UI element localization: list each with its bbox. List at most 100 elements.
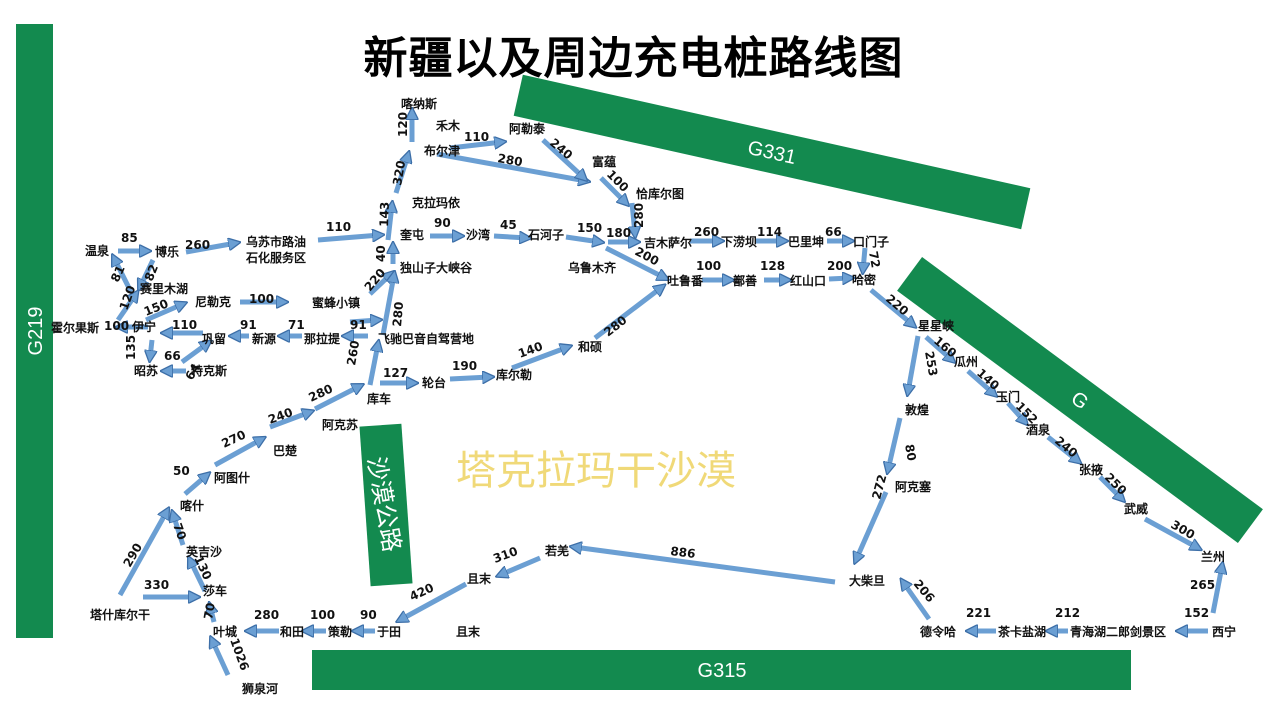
distance-ruoqiang-qiemo: 310 [491, 544, 519, 566]
distance-jimusaer-xialaoba: 260 [694, 225, 719, 239]
arrow-yecheng-shache [210, 606, 214, 623]
distance-akesai-dachaidan: 272 [869, 473, 889, 501]
distance-xining-qinghaihu: 152 [1184, 606, 1209, 620]
distance-balikun-kourzi: 66 [825, 225, 842, 239]
distance-hongshankou-hami: 200 [827, 259, 852, 273]
place-yecheng: 叶城 [213, 624, 237, 639]
distance-xining-lanzhou: 265 [1190, 578, 1215, 592]
arrow-yingjisha-kashi [173, 514, 186, 546]
place-tulufan: 吐鲁番 [667, 273, 704, 288]
arrow-yining-zhaosu [150, 339, 152, 358]
arrow-feichi-dushanzi [380, 275, 394, 336]
distance-akesu-kuche: 260 [344, 339, 362, 366]
place-nalati: 那拉提 [304, 331, 341, 346]
arrow-akesai-dachaidan [856, 490, 889, 560]
distance-tashi-shache: 330 [144, 578, 169, 592]
distance-kashi-atushi: 50 [173, 464, 190, 478]
distance-bole-wusu: 260 [185, 238, 210, 252]
distance-bole-saili: 82 [142, 262, 161, 283]
arrow-atushi-bachu [213, 439, 262, 468]
place-aletai: 阿勒泰 [509, 121, 546, 136]
arrow-nalati-feichi [349, 320, 378, 322]
place-ruoqiang: 若羌 [544, 543, 569, 558]
arrow-hami-xingxingxia [869, 288, 913, 325]
place-xinyuan: 新源 [252, 331, 276, 346]
distance-feichi-nalati: 91 [350, 318, 367, 332]
place-yumen: 玉门 [996, 389, 1020, 404]
arrow-bole-wusu [185, 243, 236, 255]
arrow-bachu-akesu [269, 412, 310, 430]
place-gongliu: 巩留 [202, 331, 226, 346]
arrow-shache-yingjisha [190, 560, 208, 593]
place-qiakuertu: 恰库尔图 [636, 186, 684, 201]
desert-road-bar: 沙漠公路 [359, 423, 413, 587]
place-bachu: 巴楚 [273, 443, 298, 458]
place-hami: 哈密 [852, 272, 876, 287]
distance-qiakuertu-jimusaer: 280 [632, 203, 646, 228]
distance-shanshan-hongshankou: 128 [760, 259, 785, 273]
place-nileke: 尼勒克 [195, 294, 231, 309]
distance-kuche-luntai: 127 [383, 366, 408, 380]
map-title: 新疆以及周边充电桩路线图 [363, 33, 904, 84]
distance-feichi-dushanzi: 280 [390, 301, 406, 327]
arrow-bole-saili [140, 258, 156, 287]
distance-kuitun-shawan: 90 [434, 216, 451, 230]
place-shihezi: 石河子 [527, 227, 564, 242]
distance-yecheng-shache: 70 [201, 602, 218, 621]
arrow-dachaidan-ruoqiang [574, 547, 836, 585]
arrow-kuche-feichi [367, 344, 378, 386]
place-chaka: 茶卡盐湖 [997, 624, 1046, 639]
distance-xingxingxia-dunhuang: 253 [922, 350, 940, 377]
arrow-heshuo-tulufan [593, 287, 662, 340]
place-atushi: 阿图什 [214, 470, 250, 485]
arrow-wuwei-lanzhou [1143, 516, 1198, 548]
place-kourzi: 口门子 [853, 234, 889, 249]
distance-xialaoba-balikun: 114 [757, 225, 782, 239]
place-kashi: 喀什 [180, 498, 204, 513]
place-qinghaihu: 青海湖二郎剑景区 [1070, 624, 1166, 639]
arrow-yining-saili [115, 294, 136, 322]
highway-g315: G315 [312, 650, 1131, 690]
distance-fuyun-qiakuertu: 100 [604, 167, 632, 195]
place-kuerle: 库尔勒 [496, 367, 532, 382]
place-buerjin: 布尔津 [424, 143, 460, 158]
arrow-wusu-kuitun [317, 235, 380, 243]
place-labels: 喀纳斯 禾木 布尔津 阿勒泰 富蕴 恰库尔图 克拉玛依 奎屯 沙湾 石河子 乌鲁… [51, 96, 1236, 696]
distance-yutian-cele: 90 [360, 608, 377, 622]
place-dunhuang: 敦煌 [905, 402, 929, 417]
arrow-saili-wensu [114, 258, 134, 294]
place-kuitun: 奎屯 [399, 227, 424, 242]
arrow-jiuquan-zhangye [1046, 435, 1078, 461]
distance-yining-huoerguosi: 100 [104, 319, 129, 333]
place-hetian: 和田 [279, 624, 304, 639]
place-wulumuqi: 乌鲁木齐 [568, 260, 617, 275]
arrow-buerjin-fuyun [436, 151, 586, 181]
distance-chaka-delingha: 221 [966, 606, 991, 620]
distance-zhangye-wuwei: 250 [1102, 470, 1130, 498]
place-delingha: 德令哈 [920, 624, 956, 639]
distance-shihezi-urumqi: 150 [577, 221, 602, 235]
highway-g315-label: G315 [698, 660, 747, 682]
arrow-guazhou-yumen [966, 369, 994, 394]
place-tekesi: 特克斯 [191, 363, 227, 378]
arrow-xining-lanzhou [1210, 566, 1222, 614]
place-wusu-2: 石化服务区 [245, 250, 306, 265]
distance-buerjin-kanasi: 120 [396, 112, 410, 137]
arrow-fuyun-qiakuertu [599, 176, 626, 203]
distance-wensu-bole: 85 [121, 231, 138, 245]
distance-buerjin-fuyun: 280 [496, 151, 523, 169]
highway-g219-label: G219 [25, 307, 47, 356]
arrow-delingha-dachaidan [903, 582, 932, 621]
distance-yingjisha-kashi: 70 [170, 521, 189, 541]
arrow-luntai-kuerle [449, 377, 490, 379]
place-kanasi: 喀纳斯 [401, 96, 437, 111]
distance-qinghaihu-chaka: 212 [1055, 606, 1080, 620]
place-dachaidan: 大柴旦 [849, 573, 885, 588]
arrow-xingxingxia-guazhou [924, 335, 952, 360]
place-yingjisha: 英吉沙 [186, 544, 222, 559]
arrow-hongshankou-hami [828, 278, 850, 279]
distance-tulufan-shanshan: 100 [696, 259, 721, 273]
place-tashikuergan: 塔什库尔干 [90, 607, 150, 622]
arrow-aletai-fuyun [541, 138, 584, 178]
